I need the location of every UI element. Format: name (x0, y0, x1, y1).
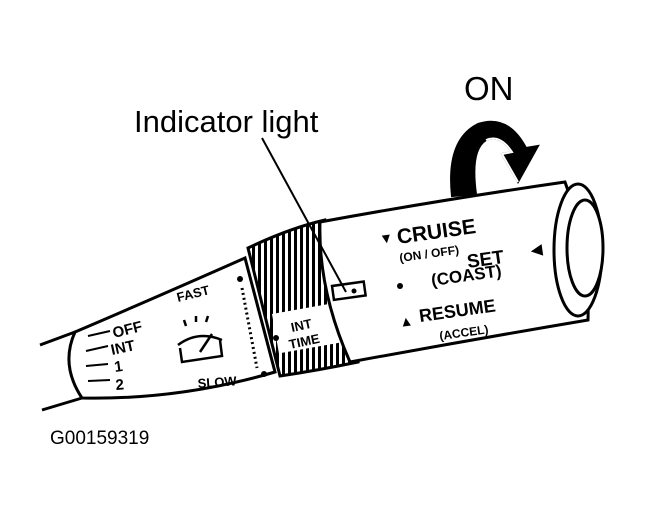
wiper-pos-off: OFF (111, 318, 144, 342)
wiper-pos-1: 1 (113, 358, 124, 376)
wiper-position-labels: OFF INT 1 2 (109, 318, 144, 394)
cruise-marker: ▼ (378, 229, 394, 247)
set-label: SET (466, 247, 506, 273)
stalk-body (67, 255, 277, 400)
on-callout: ON (464, 70, 514, 107)
set-marker: ◀ (529, 241, 543, 259)
stalk-shaft (39, 330, 83, 412)
int-time-label-bg (272, 303, 341, 354)
cruise-switch-body (318, 180, 590, 364)
wiper-speed-slow-label: SLOW (197, 373, 238, 391)
end-cap (552, 182, 605, 318)
cruise-dot (397, 283, 403, 289)
fast-dot (237, 276, 243, 282)
wiper-pos-2: 2 (115, 376, 125, 394)
curved-arrow-icon (450, 120, 540, 198)
int-time-label-line2: TIME (288, 331, 322, 352)
windshield-wiper-icon (177, 315, 224, 364)
wiper-position-ticks (85, 330, 111, 382)
int-time-dot (273, 335, 279, 341)
slow-dot (261, 371, 267, 377)
figure-code: G00159319 (50, 428, 150, 449)
wiper-pos-int: INT (109, 337, 136, 359)
indicator-light-leader (261, 137, 347, 293)
indicator-light-callout: Indicator light (134, 104, 319, 139)
int-time-label-line1: INT (290, 316, 314, 335)
speed-scale (240, 287, 259, 369)
resume-marker: ▲ (398, 312, 414, 330)
indicator-light-window (330, 280, 368, 302)
accel-label: (ACCEL) (438, 322, 489, 343)
